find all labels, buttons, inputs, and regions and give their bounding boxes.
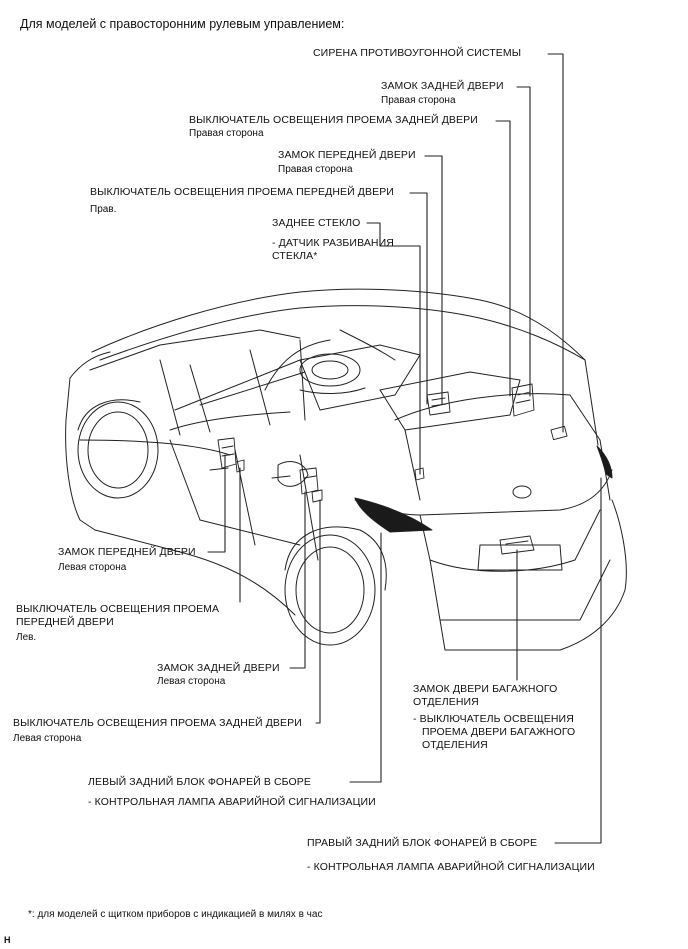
label-rear-door-lock-right: ЗАМОК ЗАДНЕЙ ДВЕРИ — [381, 80, 504, 92]
label-glass-break-sensor-line1: - ДАТЧИК РАЗБИВАНИЯ — [272, 237, 394, 249]
left-rear-lamp-shape — [354, 497, 433, 533]
label-luggage-courtesy-switch-line1: - ВЫКЛЮЧАТЕЛЬ ОСВЕЩЕНИЯ — [413, 713, 574, 725]
label-luggage-door-lock-line1: ЗАМОК ДВЕРИ БАГАЖНОГО — [413, 683, 558, 695]
label-glass-break-sensor-line2: СТЕКЛА* — [272, 250, 318, 262]
label-front-door-lock-left-side: Левая сторона — [58, 562, 127, 573]
label-left-rear-lamp-hazard: - КОНТРОЛЬНАЯ ЛАМПА АВАРИЙНОЙ СИГНАЛИЗАЦ… — [88, 796, 376, 808]
label-rear-courtesy-switch-right-side: Правая сторона — [189, 128, 264, 139]
label-right-rear-lamp: ПРАВЫЙ ЗАДНИЙ БЛОК ФОНАРЕЙ В СБОРЕ — [307, 837, 538, 849]
label-luggage-courtesy-switch-line2: ПРОЕМА ДВЕРИ БАГАЖНОГО — [422, 726, 576, 738]
leader-lines — [207, 53, 602, 844]
corner-mark: H — [4, 935, 11, 945]
right-rear-lamp-shape — [596, 445, 613, 479]
label-front-courtesy-switch-left-side: Лев. — [16, 632, 37, 643]
label-rear-courtesy-switch-right: ВЫКЛЮЧАТЕЛЬ ОСВЕЩЕНИЯ ПРОЕМА ЗАДНЕЙ ДВЕР… — [189, 114, 478, 126]
label-rear-courtesy-switch-left: ВЫКЛЮЧАТЕЛЬ ОСВЕЩЕНИЯ ПРОЕМА ЗАДНЕЙ ДВЕР… — [13, 717, 302, 729]
label-front-door-lock-left: ЗАМОК ПЕРЕДНЕЙ ДВЕРИ — [58, 546, 196, 558]
label-front-door-lock-right: ЗАМОК ПЕРЕДНЕЙ ДВЕРИ — [278, 149, 416, 161]
label-right-rear-lamp-hazard: - КОНТРОЛЬНАЯ ЛАМПА АВАРИЙНОЙ СИГНАЛИЗАЦ… — [307, 861, 595, 873]
page-heading: Для моделей с правосторонним рулевым упр… — [20, 17, 345, 31]
label-left-rear-lamp: ЛЕВЫЙ ЗАДНИЙ БЛОК ФОНАРЕЙ В СБОРЕ — [88, 776, 311, 788]
label-luggage-courtesy-switch-line3: ОТДЕЛЕНИЯ — [422, 739, 488, 751]
label-rear-courtesy-switch-left-side: Левая сторона — [13, 733, 82, 744]
footnote: *: для моделей с щитком приборов с индик… — [28, 909, 323, 920]
label-rear-door-lock-left-side: Левая сторона — [157, 676, 226, 687]
label-front-courtesy-switch-right: ВЫКЛЮЧАТЕЛЬ ОСВЕЩЕНИЯ ПРОЕМА ПЕРЕДНЕЙ ДВ… — [90, 186, 394, 198]
label-back-glass: ЗАДНЕЕ СТЕКЛО — [272, 217, 361, 229]
label-rear-door-lock-right-side: Правая сторона — [381, 95, 456, 106]
label-rear-door-lock-left: ЗАМОК ЗАДНЕЙ ДВЕРИ — [157, 662, 280, 674]
label-front-door-lock-right-side: Правая сторона — [278, 164, 353, 175]
label-front-courtesy-switch-left-line1: ВЫКЛЮЧАТЕЛЬ ОСВЕЩЕНИЯ ПРОЕМА — [16, 603, 220, 615]
car-body — [65, 288, 627, 651]
label-front-courtesy-switch-right-side: Прав. — [90, 204, 117, 215]
label-antitheft-siren: СИРЕНА ПРОТИВОУГОННОЙ СИСТЕМЫ — [313, 47, 522, 59]
label-luggage-door-lock-line2: ОТДЕЛЕНИЯ — [413, 696, 479, 708]
label-front-courtesy-switch-left-line2: ПЕРЕДНЕЙ ДВЕРИ — [16, 616, 114, 628]
